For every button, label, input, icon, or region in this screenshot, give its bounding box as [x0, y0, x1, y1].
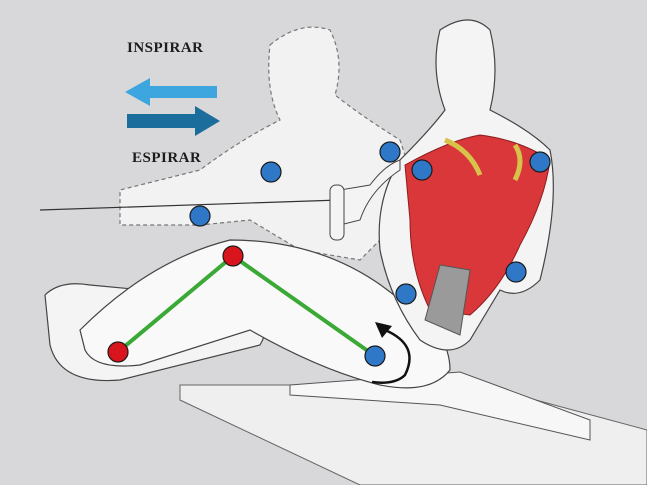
pivot-marker [222, 245, 244, 267]
joint-marker [529, 151, 551, 173]
trapezius-tendon [444, 137, 523, 182]
machine-base [179, 371, 647, 485]
lower-back [424, 264, 471, 336]
joint-marker [505, 261, 527, 283]
handle [329, 184, 345, 241]
joint-marker [364, 345, 386, 367]
exhale-label: ESPIRAR [132, 150, 202, 166]
joint-marker [395, 283, 417, 305]
rotation-arrow-icon [371, 328, 411, 384]
joint-marker [260, 161, 282, 183]
ghost-figure-outline [119, 26, 421, 261]
inhale-label: INSPIRAR [127, 40, 204, 56]
legs [79, 239, 451, 389]
pivot-marker [107, 341, 129, 363]
joint-marker [411, 159, 433, 181]
joint-marker [379, 141, 401, 163]
rotation-arrow-head [375, 322, 392, 338]
inhale-arrow-icon [125, 78, 217, 106]
cable-line [39, 199, 341, 211]
joint-marker [189, 205, 211, 227]
exhale-arrow-icon [127, 106, 220, 136]
